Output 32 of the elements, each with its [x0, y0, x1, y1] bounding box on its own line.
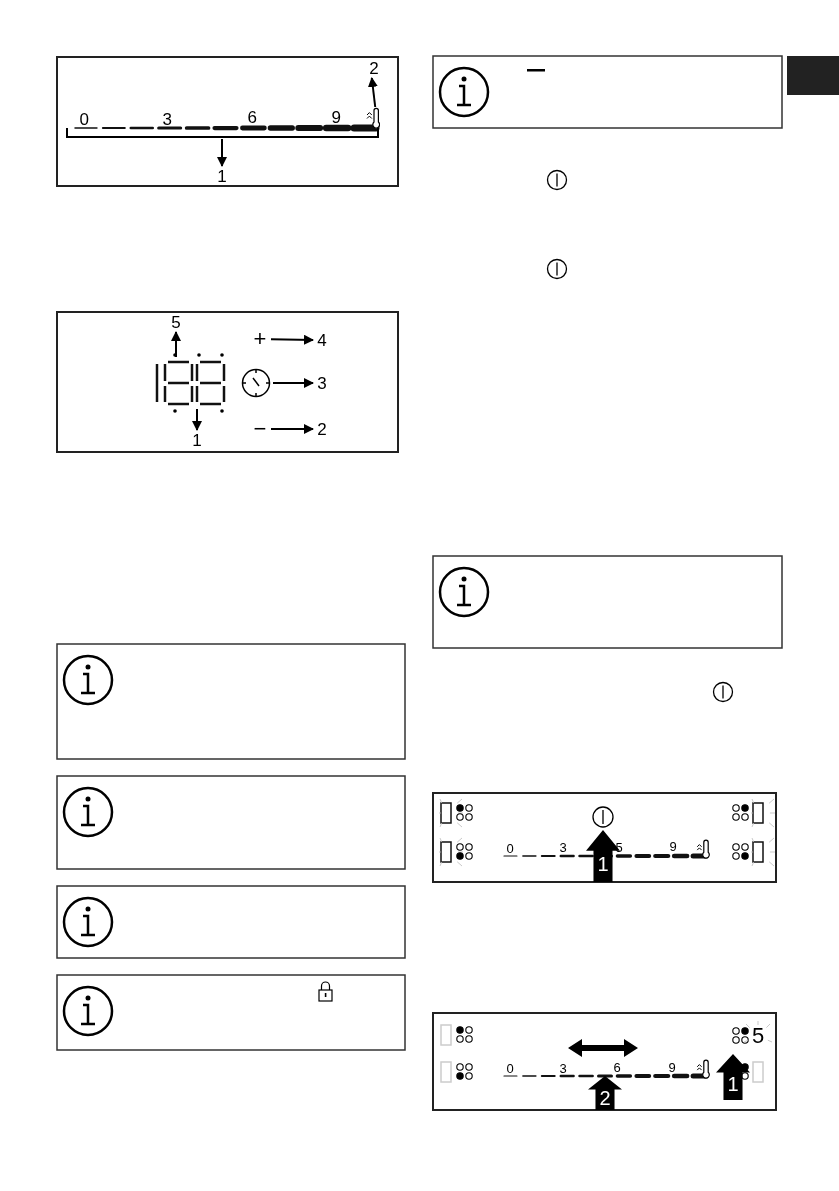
- scale-number: 0: [506, 1061, 514, 1075]
- arrow: [272, 378, 314, 388]
- press-arrow: 2: [588, 1076, 622, 1110]
- press-arrow: 1: [716, 1054, 750, 1100]
- scale-number: 9: [669, 839, 677, 853]
- scale-number: 5: [615, 840, 623, 854]
- thermometer-icon: [366, 107, 380, 129]
- callout-number: 5: [169, 312, 183, 332]
- scale-number: 3: [559, 1061, 567, 1075]
- callout-number: 1: [215, 166, 229, 186]
- scale-number: 3: [162, 110, 172, 128]
- scale-number: 6: [247, 108, 257, 126]
- callout-number: 2: [315, 419, 329, 439]
- scale-number: 6: [613, 1060, 621, 1074]
- scale-number: 9: [668, 1060, 676, 1074]
- arrow: [270, 424, 314, 434]
- scale-number: 0: [506, 841, 514, 855]
- clock-icon: [241, 368, 271, 398]
- callout-number: 3: [315, 373, 329, 393]
- callout-number: 1: [190, 430, 204, 450]
- callout-number: 4: [315, 330, 329, 350]
- minus-symbol: −: [251, 419, 269, 439]
- arrow: [217, 138, 227, 167]
- arrow: [270, 334, 314, 345]
- arrow: [192, 408, 202, 431]
- arrow: [171, 331, 181, 358]
- arrow: [367, 77, 378, 108]
- callout-number: 2: [367, 58, 381, 78]
- scale-number: 3: [559, 840, 567, 854]
- scale-number: 9: [331, 108, 341, 126]
- plus-symbol: +: [251, 329, 269, 349]
- scale-number: 0: [79, 110, 89, 128]
